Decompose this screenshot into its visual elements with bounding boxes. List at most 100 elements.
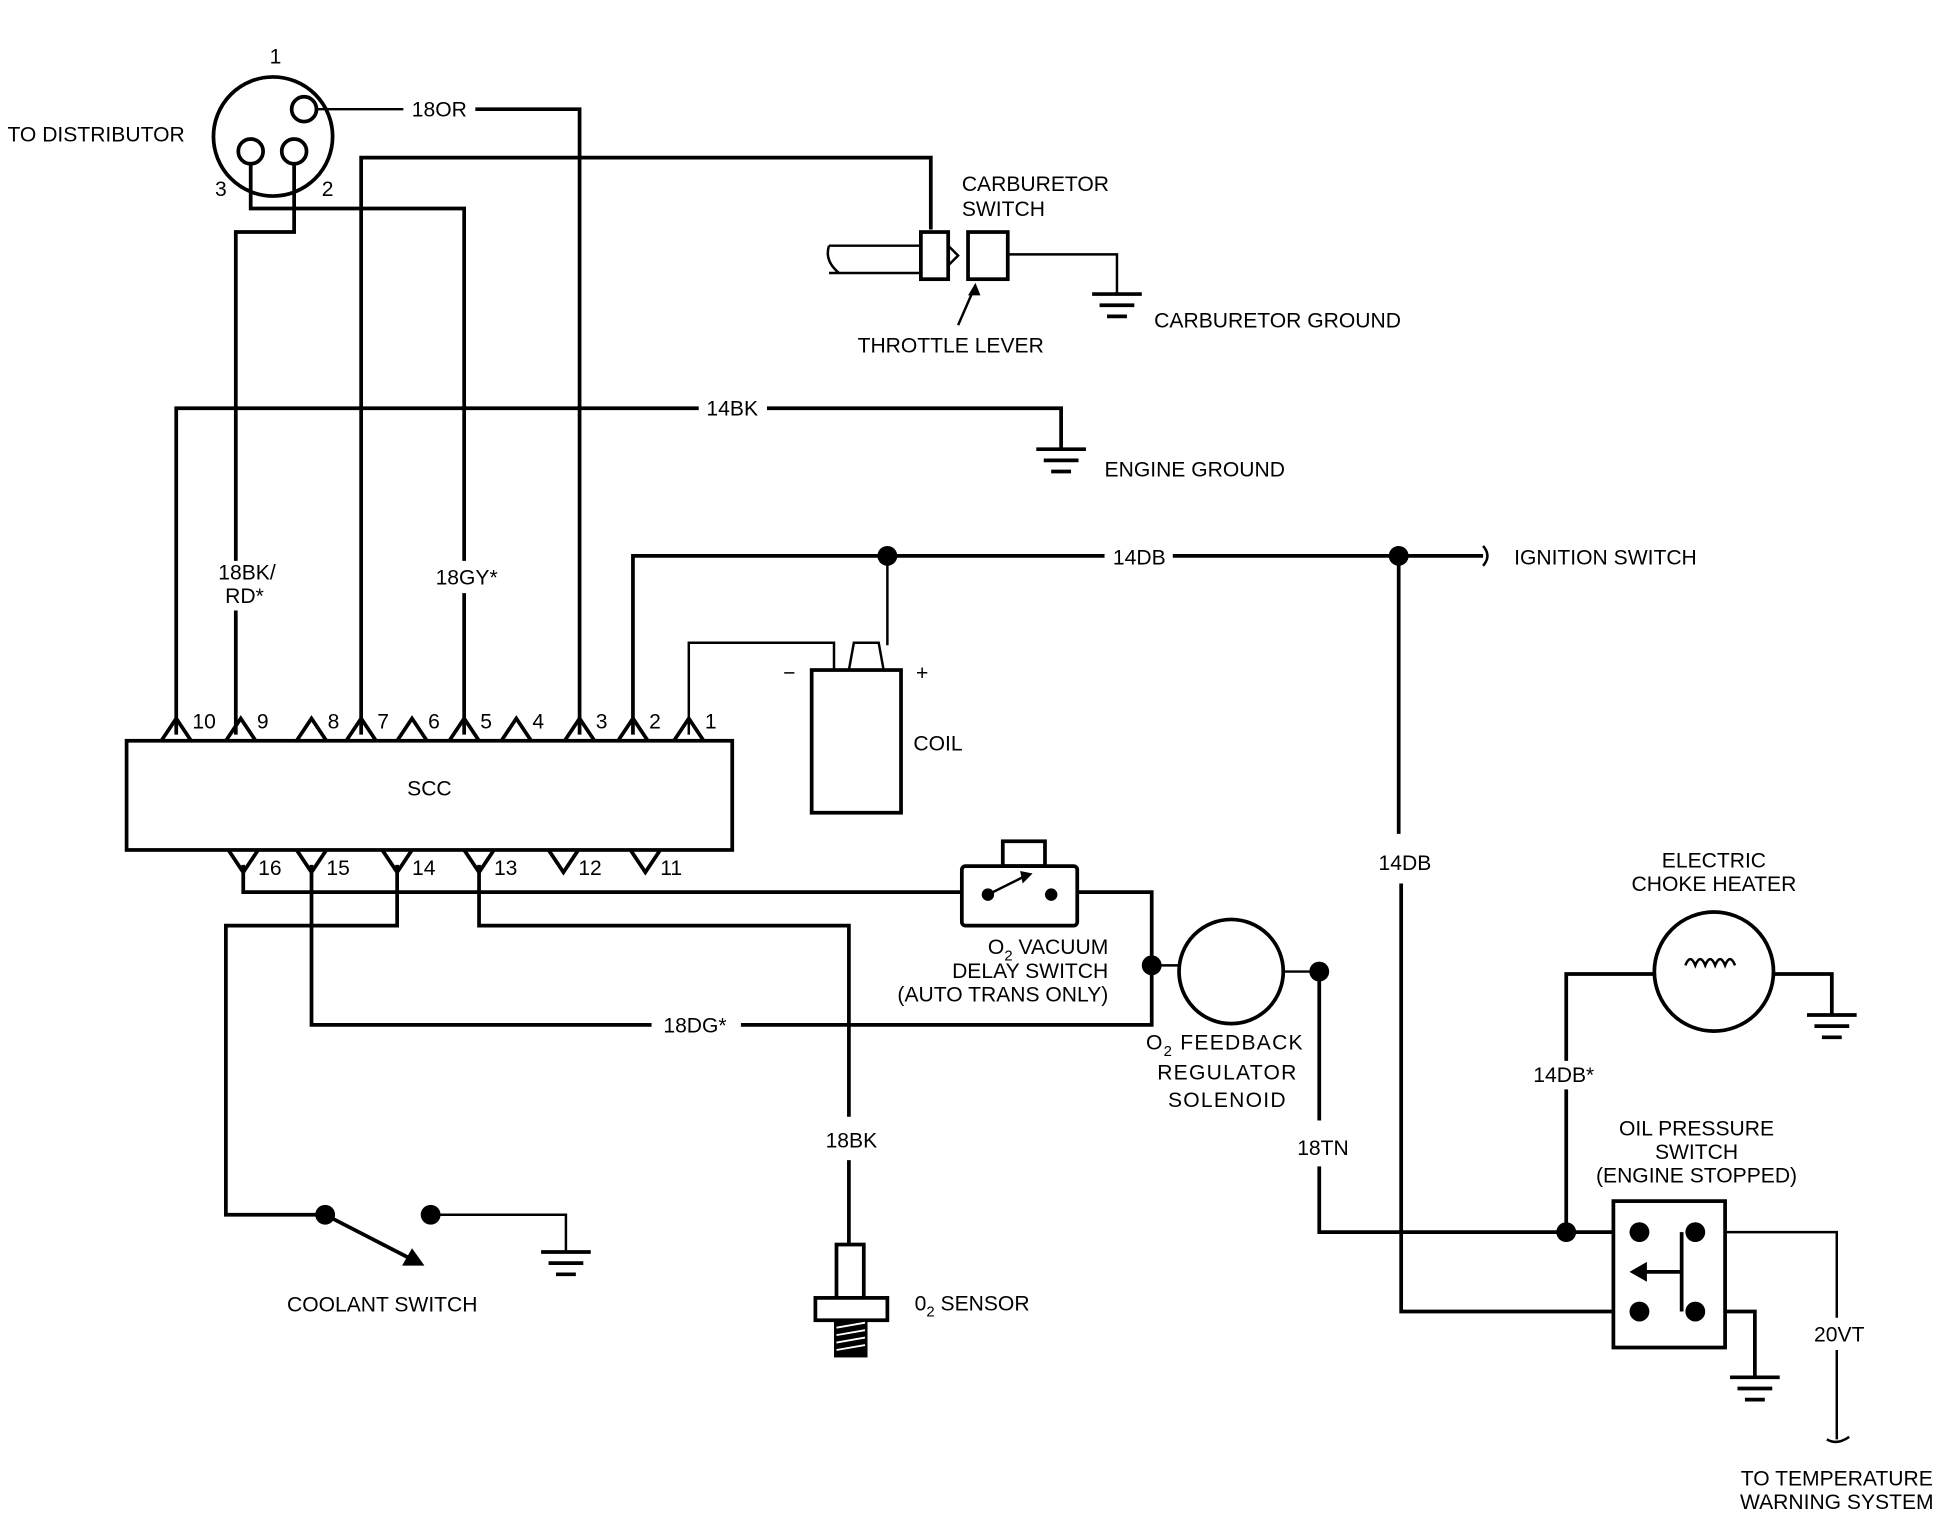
choke-label-2: CHOKE HEATER: [1632, 873, 1797, 896]
electric-choke-heater: ELECTRIC CHOKE HEATER: [1632, 849, 1797, 1033]
ground-icon: [1092, 292, 1142, 319]
wire-14bk-b: [766, 406, 1063, 450]
pin-connector-icon: [499, 715, 533, 742]
wire-label-14db-top: 14DB: [1113, 547, 1166, 570]
pin-connector-icon: [159, 715, 193, 742]
pin-connector-icon: [344, 715, 378, 742]
wire-label-20vt: 20VT: [1814, 1323, 1865, 1346]
scc-pin-4: 4: [499, 710, 544, 742]
oil-switch-contact: [1685, 1222, 1706, 1243]
solenoid-label-1: O2 FEEDBACK: [1146, 1032, 1304, 1060]
wire-20vt-a: [1725, 1230, 1839, 1318]
scc-pin-label: 6: [428, 710, 440, 733]
ground-icon: [541, 1250, 591, 1277]
scc-pin-label: 9: [257, 710, 269, 733]
coil-terminal: [847, 641, 885, 671]
vac-switch-blade: [987, 874, 1026, 896]
scc-pin-label: 15: [326, 857, 349, 880]
scc-pin-13: 13: [462, 848, 517, 880]
junction-dot: [1141, 955, 1162, 976]
pin-connector-icon: [672, 715, 706, 742]
carb-switch-label-2: SWITCH: [962, 198, 1045, 221]
scc-pin-6: 6: [395, 710, 440, 742]
carb-switch-tip: [947, 244, 960, 267]
distributor-pin-3: [236, 137, 265, 166]
scc-bottom-pins: 16 15 14 13 12 11: [226, 848, 682, 880]
scc-pin-7: 7: [344, 710, 389, 742]
ground-symbols: [541, 292, 1857, 1402]
pin-connector-icon: [547, 848, 580, 876]
wire-18bkrd-a: [233, 163, 296, 561]
scc-pin-label: 7: [377, 710, 389, 733]
vac-switch-body: [959, 864, 1080, 928]
scc-pin-label: 1: [705, 710, 717, 733]
scc-pin-14: 14: [380, 848, 436, 880]
distributor-label: TO DISTRIBUTOR: [7, 123, 184, 146]
carb-switch-label-1: CARBURETOR: [962, 173, 1109, 196]
scc-pin-8: 8: [295, 710, 340, 742]
wire-label-18bk: 18BK: [826, 1130, 878, 1153]
wire-pin7-carb: [359, 155, 933, 735]
carb-switch-plunger: [919, 230, 951, 282]
pin-connector-icon: [462, 848, 496, 876]
wire-label-18bkrd-2: RD*: [225, 585, 264, 608]
choke-label-1: ELECTRIC: [1662, 849, 1766, 872]
junction-dot: [877, 545, 898, 566]
o2-sensor-label: 02 SENSOR: [915, 1292, 1030, 1320]
coil-body: [809, 668, 903, 815]
oil-pressure-switch: OIL PRESSURE SWITCH (ENGINE STOPPED): [1596, 1117, 1797, 1350]
coolant-switch-blade: [324, 1213, 411, 1260]
temp-warning-label-2: WARNING SYSTEM: [1740, 1491, 1934, 1514]
choke-heater-body: [1652, 910, 1776, 1033]
pin-connector-icon: [628, 848, 662, 876]
wire-label-14bk: 14BK: [706, 398, 758, 421]
coil: − + COIL: [783, 641, 963, 815]
scc-box: [124, 738, 735, 852]
oil-switch-body: [1611, 1199, 1727, 1350]
scc-pin-9: 9: [224, 710, 269, 742]
distributor-pin-2: [279, 137, 309, 166]
wire-label-14db-vert: 14DB: [1379, 852, 1432, 875]
scc-pin-label: 13: [494, 857, 517, 880]
heater-coil-icon: [1684, 957, 1737, 969]
wire-14bk-a: [174, 406, 699, 735]
wire-label-18bkrd-1: 18BK/: [218, 561, 276, 584]
engine-ground-label: ENGINE GROUND: [1105, 458, 1285, 481]
coil-minus-label: −: [783, 662, 795, 685]
vac-switch-label-2: DELAY SWITCH: [952, 960, 1108, 983]
coolant-switch: COOLANT SWITCH: [287, 1204, 478, 1317]
junction-dot: [1388, 545, 1409, 566]
wire-vac-right: [1077, 890, 1154, 966]
coil-plus-label: +: [916, 662, 928, 685]
o2-sensor: 02 SENSOR: [813, 1242, 1030, 1358]
scc-pin-label: 11: [660, 857, 682, 880]
wire-18bk-a: [477, 864, 851, 1117]
wire-18dg-a: [309, 864, 652, 1027]
vac-switch-label-1: O2 VACUUM: [988, 936, 1108, 964]
ignition-switch-break-icon: [1482, 545, 1489, 567]
vac-switch-contact: [1044, 888, 1058, 901]
solenoid-label-2: REGULATOR: [1157, 1062, 1297, 1085]
wire-label-14db-choke: 14DB*: [1533, 1064, 1594, 1087]
pin-connector-icon: [295, 848, 328, 876]
wire-carb-ground: [1007, 253, 1119, 295]
coolant-switch-contact: [420, 1204, 441, 1225]
scc-pin-label: 5: [480, 710, 492, 733]
scc-pin-label: 3: [596, 710, 608, 733]
scc-pin-label: 12: [578, 857, 601, 880]
wire-14db-a: [631, 554, 1105, 735]
wire-14dbstar-b: [1564, 972, 1655, 1061]
scc-pin-label: 8: [328, 710, 340, 733]
scc-pin-label: 10: [192, 710, 215, 733]
wire-18tn-b: [1317, 1166, 1614, 1234]
scc-pin-label: 16: [258, 857, 281, 880]
pin-connector-icon: [224, 715, 258, 742]
oil-label-3: (ENGINE STOPPED): [1596, 1164, 1797, 1187]
junction-dot: [1556, 1222, 1577, 1243]
coolant-switch-arrow-icon: [402, 1248, 425, 1266]
scc-pin-10: 10: [159, 710, 216, 742]
o2-vacuum-delay-switch: O2 VACUUM DELAY SWITCH (AUTO TRANS ONLY): [897, 839, 1108, 1006]
wire-18gy-a: [248, 163, 467, 561]
